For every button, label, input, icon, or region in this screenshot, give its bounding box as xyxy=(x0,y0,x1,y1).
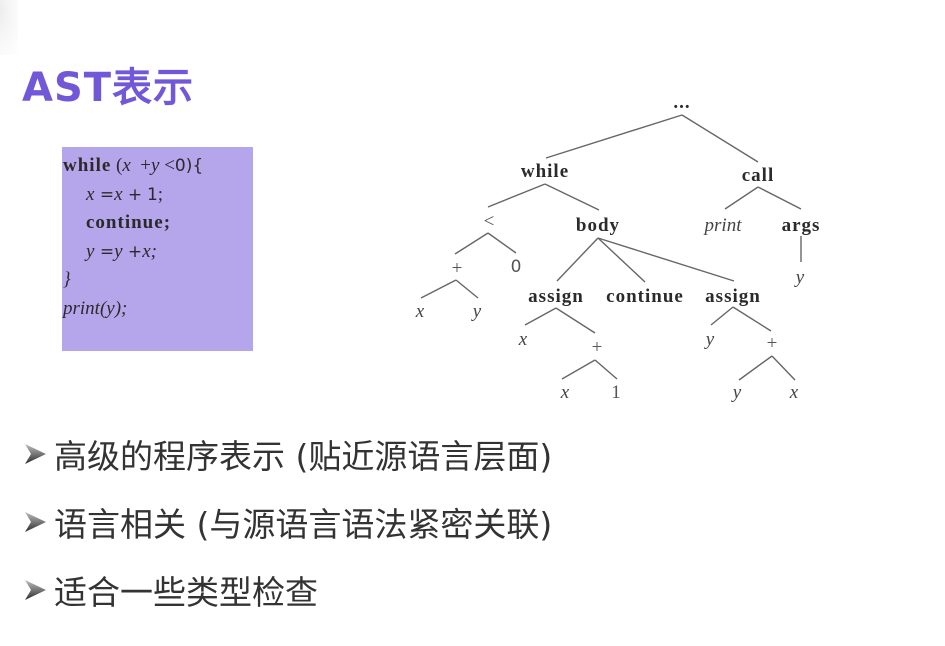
tree-node-args: args xyxy=(782,215,821,236)
tree-node-print: print xyxy=(703,215,743,236)
op-plus: + xyxy=(122,241,143,262)
tree-node-assign-x: assign xyxy=(528,286,584,307)
code-line-while: while (x +y <0){ xyxy=(62,152,253,181)
code-snippet-box: while (x +y <0){ x =x + 1; continue; y =… xyxy=(62,147,253,351)
code-line-close-brace: } xyxy=(62,266,253,295)
semicolon: ; xyxy=(163,212,172,233)
tree-node-continue: continue xyxy=(606,286,684,307)
tree-node-one: 1 xyxy=(611,382,621,403)
tree-node-root: ... xyxy=(673,92,690,113)
op-lt: < xyxy=(159,155,175,176)
corner-shadow xyxy=(0,0,18,55)
op-eq: = xyxy=(94,241,115,262)
bullet-item: 语言相关 (与源语言语法紧密关联) xyxy=(22,488,552,556)
var-x: x xyxy=(142,240,151,262)
tree-node-x: x xyxy=(560,382,570,403)
tree-node-plus-y: y xyxy=(471,301,482,322)
code-line-assign-y: y =y +x; xyxy=(62,238,253,267)
semicolon: ; xyxy=(150,240,157,262)
code-line-continue: continue; xyxy=(62,209,253,238)
var-x: x xyxy=(114,183,123,205)
var-y: y xyxy=(114,240,123,262)
bullet-list: 高级的程序表示 (贴近源语言层面) 语言相关 (与源语言语法紧密关联) 适合一些… xyxy=(22,420,552,624)
tree-node-args-y: y xyxy=(794,267,805,288)
tree-node-zero: 0 xyxy=(511,257,522,277)
code-line-assign-x: x =x + 1; xyxy=(62,181,253,210)
bullet-item: 高级的程序表示 (贴近源语言层面) xyxy=(22,420,552,488)
tree-node-assign-y: assign xyxy=(705,286,761,307)
op-plus: + xyxy=(122,184,143,205)
tree-node-while: while xyxy=(521,161,569,182)
code-line-print: print(y); xyxy=(62,295,253,324)
var-y: y xyxy=(151,155,160,176)
op-eq: = xyxy=(94,184,115,205)
tree-node-assign-target-y: y xyxy=(704,329,715,350)
tree-node-body: body xyxy=(576,215,620,236)
tree-node-plus-x: x xyxy=(415,301,425,322)
bullet-item: 适合一些类型检查 xyxy=(22,556,552,624)
arrowhead-bullet-icon xyxy=(25,512,46,532)
bullet-text: 高级的程序表示 (贴近源语言层面) xyxy=(54,437,553,476)
num-zero: 0 xyxy=(174,156,186,176)
paren-close-brace: ){ xyxy=(185,156,204,176)
tree-edges xyxy=(420,114,802,381)
tree-node-plus: + xyxy=(452,258,463,279)
bullet-text: 语言相关 (与源语言语法紧密关联) xyxy=(54,505,553,544)
tree-node-y: y xyxy=(731,382,742,403)
arrowhead-bullet-icon xyxy=(25,444,46,464)
tree-node-plus-x1: + xyxy=(592,337,603,358)
var-x: x xyxy=(86,183,95,205)
close-brace: } xyxy=(63,269,71,290)
keyword-while: while xyxy=(63,155,112,176)
semicolon: ; xyxy=(157,183,164,205)
num-one: 1 xyxy=(146,184,158,205)
op-plus: + xyxy=(130,155,152,176)
var-x: x xyxy=(122,155,131,176)
tree-node-x2: x xyxy=(789,382,799,403)
var-y: y xyxy=(86,240,95,262)
print-call: print(y); xyxy=(63,297,128,319)
bullet-text: 适合一些类型检查 xyxy=(54,573,318,612)
arrowhead-bullet-icon xyxy=(25,580,46,600)
paren-open: ( xyxy=(111,155,123,176)
tree-node-assign-target-x: x xyxy=(518,329,528,350)
keyword-continue: continue xyxy=(86,212,164,233)
tree-node-plus-yx: + xyxy=(767,333,778,354)
tree-node-call: call xyxy=(742,165,775,186)
tree-node-less-than: < xyxy=(484,211,495,232)
slide-title: AST表示 xyxy=(22,65,195,111)
